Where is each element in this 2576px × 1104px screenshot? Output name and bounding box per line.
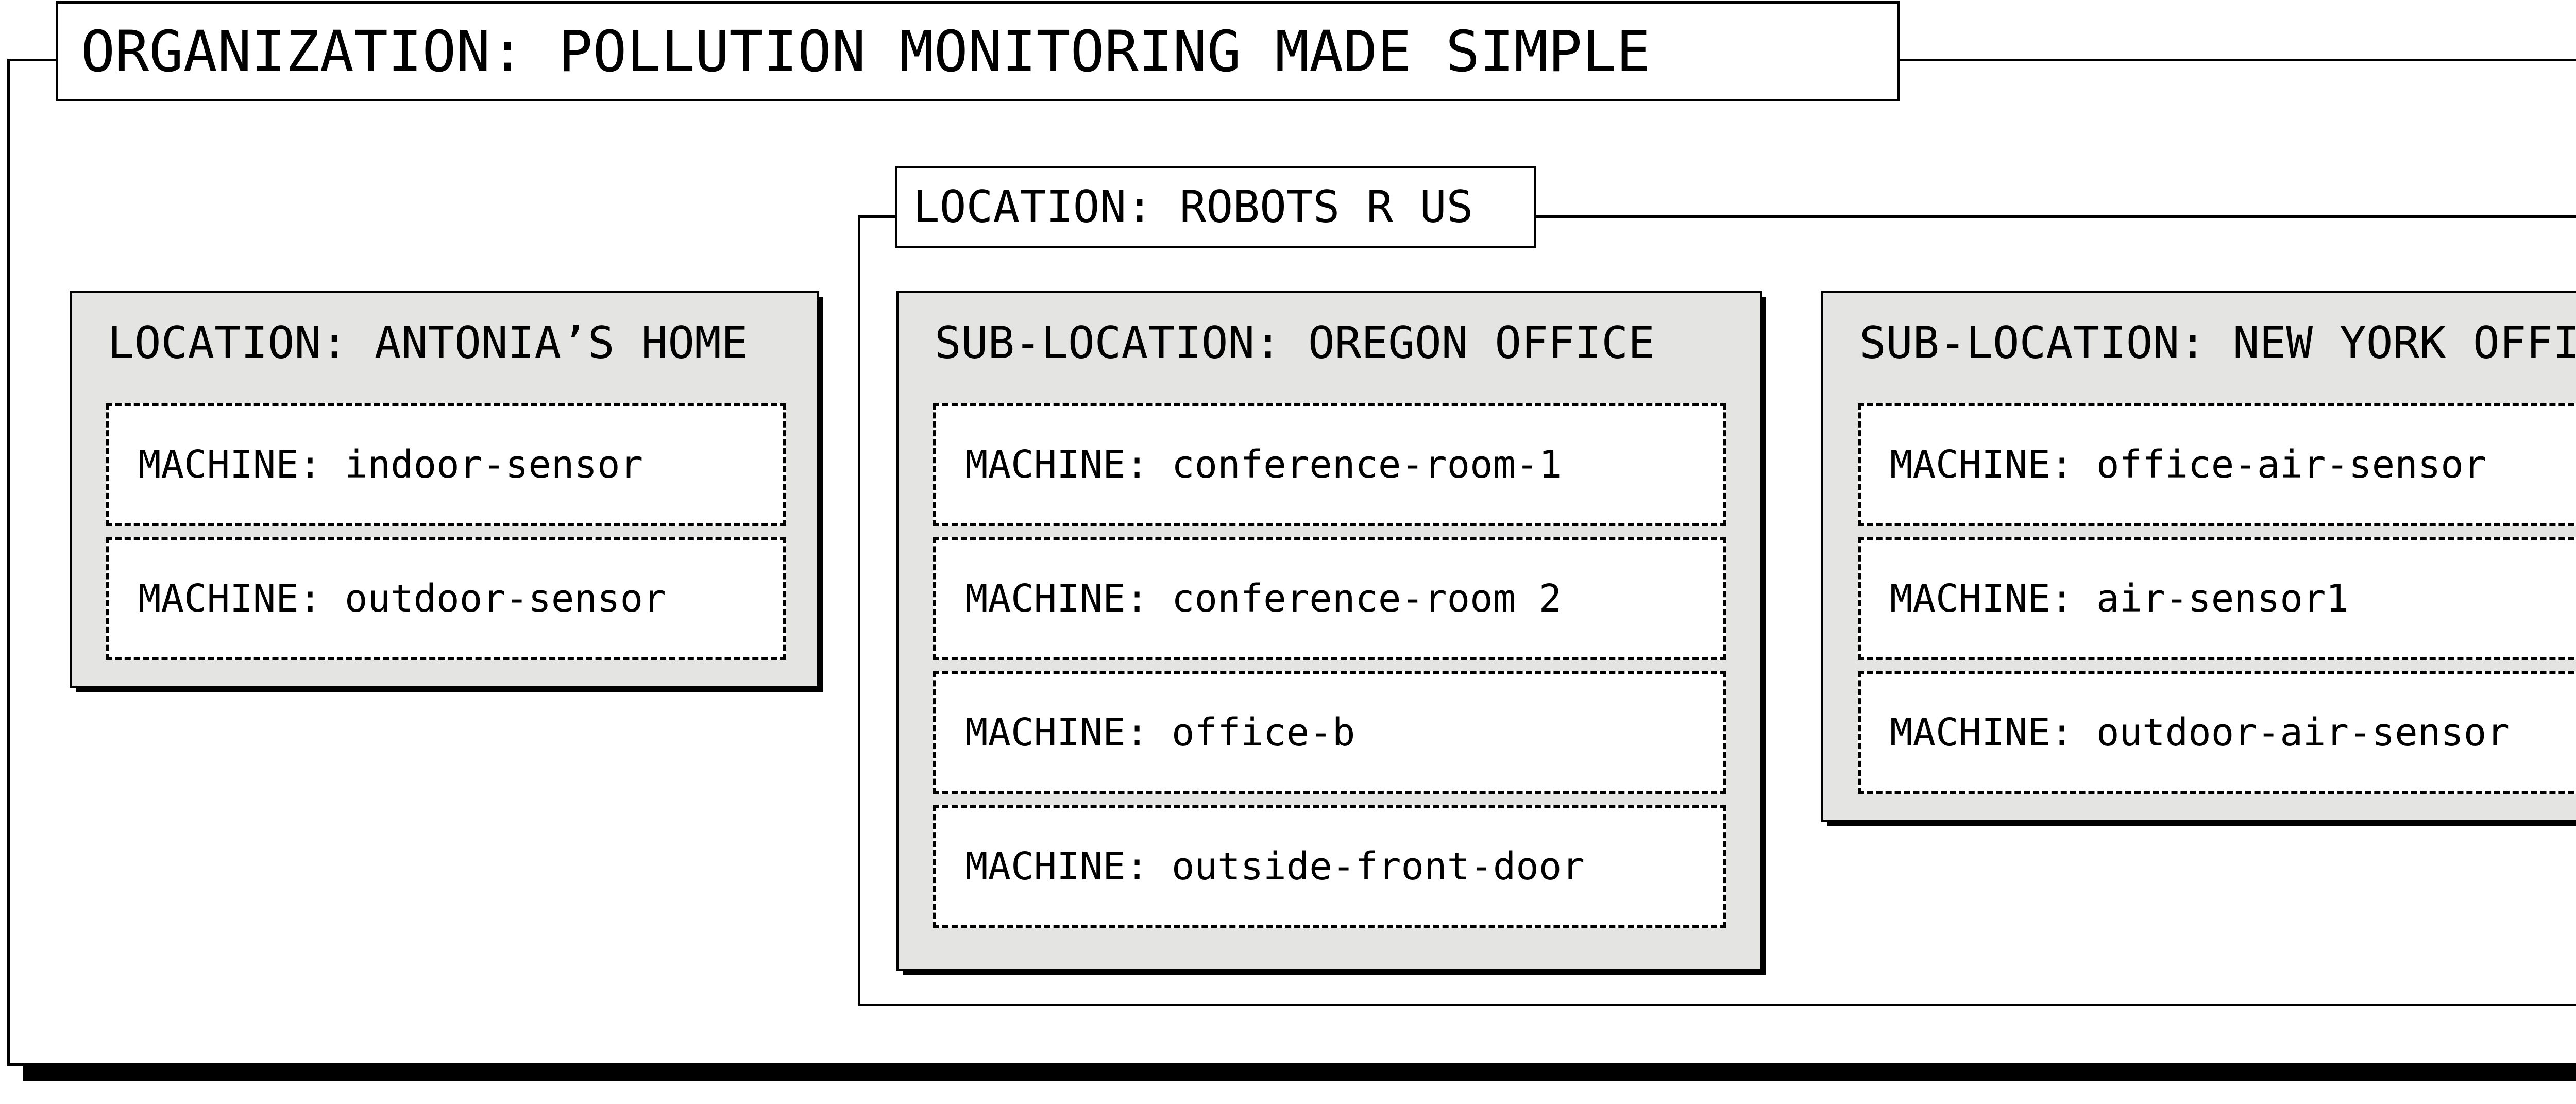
location-panel-antonia-home[interactable]: LOCATION: ANTONIA’S HOME MACHINE: indoor…	[70, 291, 819, 688]
machine-label: MACHINE: conference-room 2	[965, 576, 1562, 621]
sub-location-title-new-york-office: SUB-LOCATION: NEW YORK OFFICE	[1859, 317, 2576, 369]
machine-label: MACHINE: office-air-sensor	[1890, 443, 2487, 487]
machine-label: MACHINE: conference-room-1	[965, 443, 1562, 487]
machine-box[interactable]: MACHINE: air-sensor1	[1858, 537, 2576, 660]
machine-label: MACHINE: outdoor-sensor	[138, 576, 666, 621]
location-title-antonia-home: LOCATION: ANTONIA’S HOME	[108, 317, 748, 369]
organization-title-label: ORGANIZATION: POLLUTION MONITORING MADE …	[81, 18, 1651, 84]
machine-box[interactable]: MACHINE: conference-room 2	[933, 537, 1726, 660]
machine-list-oregon-office: MACHINE: conference-room-1 MACHINE: conf…	[933, 403, 1726, 939]
machine-list-antonia-home: MACHINE: indoor-sensor MACHINE: outdoor-…	[106, 403, 786, 671]
machine-label: MACHINE: outdoor-air-sensor	[1890, 710, 2510, 755]
machine-label: MACHINE: office-b	[965, 710, 1355, 755]
machine-label: MACHINE: indoor-sensor	[138, 443, 643, 487]
machine-box[interactable]: MACHINE: outdoor-sensor	[106, 537, 786, 660]
sub-location-title-oregon-office: SUB-LOCATION: OREGON OFFICE	[935, 317, 1655, 369]
machine-box[interactable]: MACHINE: indoor-sensor	[106, 403, 786, 526]
location-title-box-robots-r-us: LOCATION: ROBOTS R US	[895, 166, 1536, 248]
machine-box[interactable]: MACHINE: office-b	[933, 671, 1726, 794]
machine-box[interactable]: MACHINE: outside-front-door	[933, 805, 1726, 928]
organization-title-box: ORGANIZATION: POLLUTION MONITORING MADE …	[56, 1, 1900, 101]
machine-box[interactable]: MACHINE: outdoor-air-sensor	[1858, 671, 2576, 794]
machine-label: MACHINE: outside-front-door	[965, 844, 1585, 889]
machine-list-new-york-office: MACHINE: office-air-sensor MACHINE: air-…	[1858, 403, 2576, 805]
machine-box[interactable]: MACHINE: office-air-sensor	[1858, 403, 2576, 526]
sub-location-panel-new-york-office[interactable]: SUB-LOCATION: NEW YORK OFFICE MACHINE: o…	[1821, 291, 2576, 822]
sub-location-panel-oregon-office[interactable]: SUB-LOCATION: OREGON OFFICE MACHINE: con…	[896, 291, 1762, 971]
machine-label: MACHINE: air-sensor1	[1890, 576, 2349, 621]
machine-box[interactable]: MACHINE: conference-room-1	[933, 403, 1726, 526]
location-title-label-robots-r-us: LOCATION: ROBOTS R US	[913, 181, 1473, 233]
